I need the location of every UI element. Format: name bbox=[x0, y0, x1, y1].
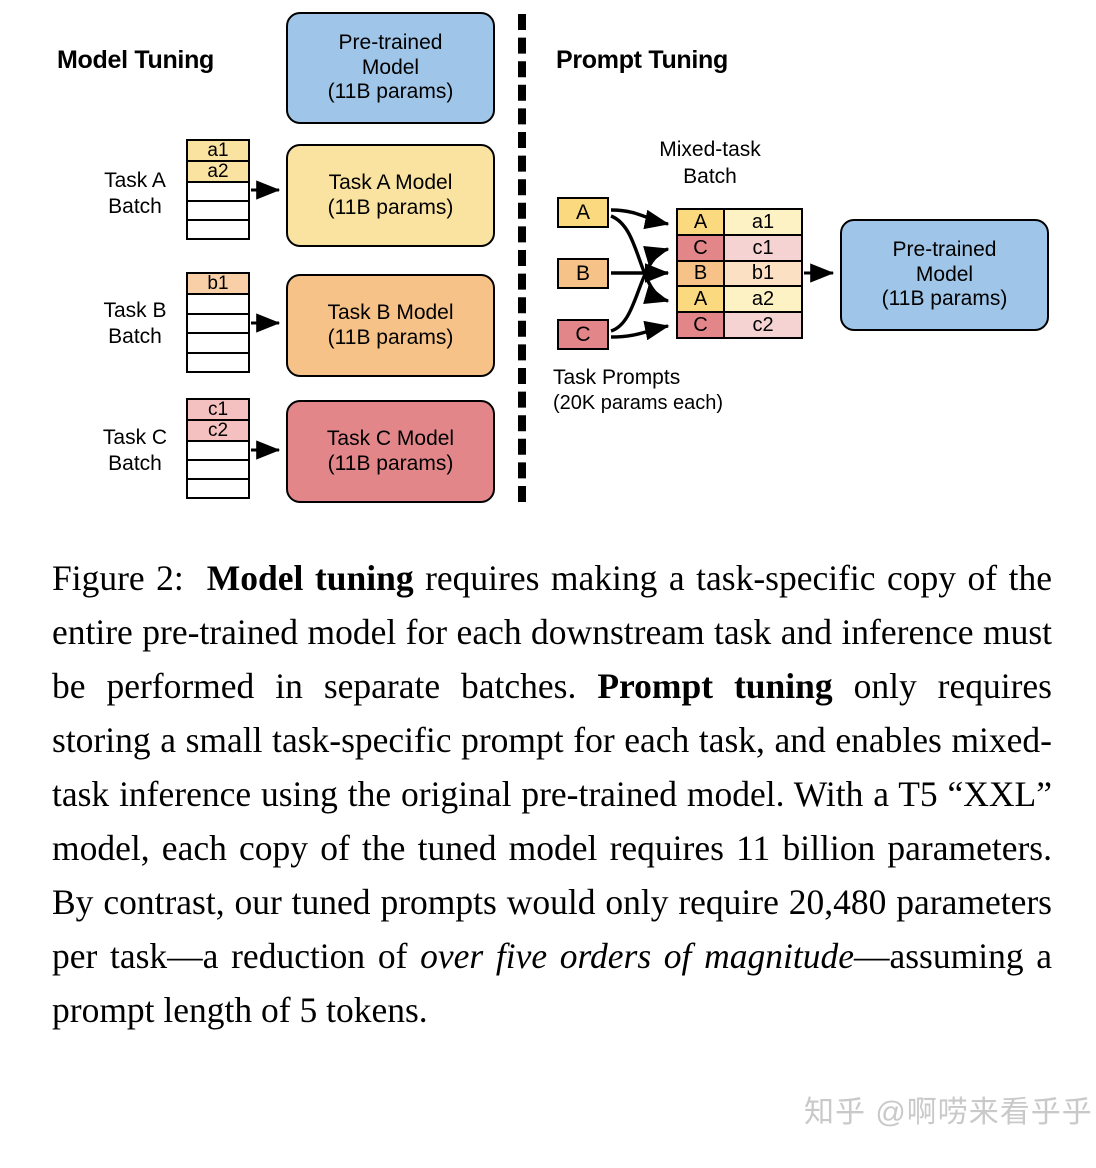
figure-diagram: Model Tuning Pre-trained Model (11B para… bbox=[0, 0, 1096, 540]
mixed-cell-data: a1 bbox=[725, 210, 801, 234]
mixed-cell-data: c2 bbox=[725, 313, 801, 337]
task-a-batch-stack: a1 a2 bbox=[186, 139, 250, 240]
task-a-batch-label-line1: Task A bbox=[104, 169, 166, 192]
batch-cell: a2 bbox=[188, 162, 248, 183]
task-a-model-line1: Task A Model bbox=[328, 170, 453, 194]
batch-cell-empty bbox=[188, 183, 248, 202]
caption-text-2: only requires storing a small task-speci… bbox=[52, 666, 1052, 976]
mixed-cell-data: c1 bbox=[725, 235, 801, 260]
batch-cell: c2 bbox=[188, 421, 248, 442]
task-b-batch-label-line2: Batch bbox=[108, 325, 162, 349]
batch-cell-empty bbox=[188, 442, 248, 461]
right-pretrained-line2: Model bbox=[915, 262, 974, 286]
mixed-cell-task: A bbox=[678, 287, 725, 312]
mixed-cell-task: A bbox=[678, 210, 725, 234]
mixed-task-batch-table: A a1 C c1 B b1 A a2 C c2 bbox=[676, 208, 803, 339]
task-c-model-box: Task C Model (11B params) bbox=[286, 400, 495, 503]
prompt-routing-arrows bbox=[610, 208, 670, 341]
caption-italic-phrase: over five orders of magnitude bbox=[420, 936, 854, 976]
figure-caption: Figure 2: Model tuning requires making a… bbox=[52, 551, 1052, 1037]
left-flow-arrows bbox=[251, 180, 281, 460]
batch-cell-empty bbox=[188, 353, 248, 371]
prompt-tuning-heading: Prompt Tuning bbox=[556, 46, 728, 74]
table-row: C c1 bbox=[678, 235, 801, 262]
task-prompt-chip-c: C bbox=[557, 319, 609, 350]
mixed-cell-data: a2 bbox=[725, 287, 801, 312]
task-prompts-label-line2: (20K params each) bbox=[553, 392, 724, 415]
mixed-cell-task: C bbox=[678, 235, 725, 260]
mixed-task-batch-label-line2: Batch bbox=[683, 164, 737, 188]
model-tuning-heading: Model Tuning bbox=[57, 46, 215, 74]
task-c-batch-stack: c1 c2 bbox=[186, 398, 250, 499]
caption-bold-prompt-tuning: Prompt tuning bbox=[597, 666, 833, 706]
task-b-model-line2: (11B params) bbox=[327, 325, 454, 349]
batch-cell: a1 bbox=[188, 141, 248, 162]
task-c-model-line1: Task C Model bbox=[326, 426, 455, 450]
caption-text-1: requires making a task-specific copy of … bbox=[52, 558, 1052, 706]
mixed-cell-task: B bbox=[678, 261, 725, 286]
table-row: A a1 bbox=[678, 210, 801, 236]
task-b-model-box: Task B Model (11B params) bbox=[286, 274, 495, 377]
task-c-model-line2: (11B params) bbox=[327, 451, 454, 475]
task-c-batch-label-line1: Task C bbox=[102, 426, 168, 449]
left-pretrained-model-box: Pre-trained Model (11B params) bbox=[286, 12, 495, 124]
batch-cell: c1 bbox=[188, 400, 248, 421]
right-pretrained-line1: Pre-trained bbox=[892, 237, 997, 261]
task-c-batch-label-line2: Batch bbox=[108, 452, 162, 476]
batch-cell-empty bbox=[188, 480, 248, 497]
left-pretrained-line3: (11B params) bbox=[327, 80, 454, 104]
watermark-text: 知乎 @啊唠来看乎乎 bbox=[804, 1096, 1093, 1129]
task-b-batch-label-line1: Task B bbox=[103, 299, 167, 322]
mixed-cell-task: C bbox=[678, 313, 725, 337]
mixed-task-batch-label-line1: Mixed-task bbox=[659, 138, 761, 161]
task-a-model-box: Task A Model (11B params) bbox=[286, 144, 495, 247]
task-prompts-caption: Task Prompts (20K params each) bbox=[553, 365, 723, 416]
batch-cell-empty bbox=[188, 295, 248, 315]
caption-text-3: —assuming a prompt length of 5 tokens. bbox=[52, 936, 1053, 1030]
batch-cell: b1 bbox=[188, 274, 248, 295]
table-row: C c2 bbox=[678, 313, 801, 337]
task-prompt-chip-a: A bbox=[557, 197, 609, 228]
task-prompts-label-line1: Task Prompts bbox=[553, 366, 681, 389]
task-a-batch-label-line2: Batch bbox=[108, 195, 162, 219]
mixed-cell-data: b1 bbox=[725, 261, 801, 286]
table-row: A a2 bbox=[678, 287, 801, 314]
caption-bold-model-tuning: Model tuning bbox=[206, 558, 414, 598]
task-c-batch-label: Task C Batch bbox=[85, 425, 185, 478]
batch-cell-empty bbox=[188, 334, 248, 354]
task-a-batch-label: Task A Batch bbox=[85, 168, 185, 221]
batch-cell-empty bbox=[188, 202, 248, 221]
batch-cell-empty bbox=[188, 314, 248, 334]
batch-cell-empty bbox=[188, 221, 248, 238]
task-b-batch-label: Task B Batch bbox=[85, 298, 185, 351]
batch-cell-empty bbox=[188, 461, 248, 480]
task-prompt-chip-b: B bbox=[557, 258, 609, 289]
panel-divider bbox=[518, 14, 526, 502]
right-pretrained-model-box: Pre-trained Model (11B params) bbox=[840, 219, 1049, 331]
left-pretrained-line2: Model bbox=[361, 55, 420, 79]
task-b-batch-stack: b1 bbox=[186, 272, 250, 373]
mixed-task-batch-label: Mixed-task Batch bbox=[610, 137, 810, 191]
task-a-model-line2: (11B params) bbox=[327, 195, 454, 219]
task-b-model-line1: Task B Model bbox=[327, 300, 454, 324]
right-pretrained-line3: (11B params) bbox=[881, 287, 1008, 311]
table-row: B b1 bbox=[678, 261, 801, 288]
left-pretrained-line1: Pre-trained bbox=[338, 30, 443, 54]
caption-figure-number: Figure 2: bbox=[52, 558, 184, 598]
